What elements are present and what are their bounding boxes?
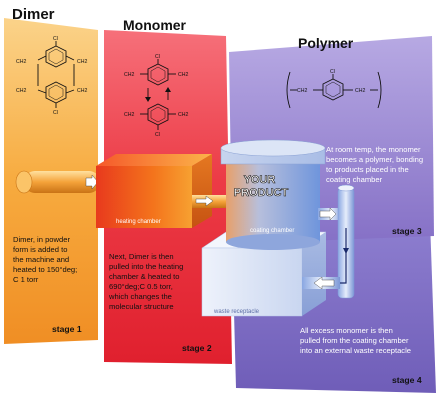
polymer-ch2-1: CH2 — [297, 88, 307, 94]
dimer-structure — [37, 41, 75, 108]
monomer-title: Monomer — [123, 17, 187, 33]
stage-4-description: All excess monomer is then pulled from t… — [300, 326, 411, 355]
stage-1-label: stage 1 — [52, 324, 82, 334]
stage-1-description: Dimer, in powder form is added to the ma… — [13, 235, 79, 284]
heating-chamber-label: heating chamber — [116, 219, 161, 225]
waste-flow-down-arrow-icon — [343, 248, 349, 254]
heating-chamber-top — [96, 154, 212, 166]
dimer-title: Dimer — [12, 6, 55, 23]
stage-3-label: stage 3 — [392, 226, 422, 236]
dimer-cl-bottom: Cl — [53, 110, 58, 116]
coating-chamber-label: coating chamber — [250, 228, 294, 234]
coating-chamber-base — [226, 234, 320, 250]
monomer-cl-top: Cl — [155, 54, 160, 60]
dimer-ch2-4: CH2 — [77, 88, 87, 94]
inlet-arrow-icon — [85, 174, 99, 190]
product-label: YOUR PRODUCT — [234, 174, 289, 199]
coating-chamber — [226, 162, 320, 242]
exhaust-pipe-cap — [337, 184, 355, 192]
dimer-cl-top: Cl — [53, 36, 58, 42]
stage-4-label: stage 4 — [392, 375, 422, 385]
monomer-ch2-3: CH2 — [124, 112, 134, 118]
dimer-ch2-2: CH2 — [77, 59, 87, 65]
monomer-arrow-up-icon — [165, 87, 171, 92]
polymer-ch2-2: CH2 — [355, 88, 365, 94]
monomer-ch2-4: CH2 — [178, 112, 188, 118]
polymer-cl: Cl — [330, 69, 335, 75]
waste-receptacle-label: waste receptacle — [213, 309, 260, 315]
heating-chamber-side — [192, 154, 212, 228]
monomer-structure — [140, 59, 176, 130]
monomer-ch2-2: CH2 — [178, 72, 188, 78]
waste-receptacle-side — [302, 232, 326, 316]
monomer-ch2-1: CH2 — [124, 72, 134, 78]
polymer-title: Polymer — [298, 35, 354, 51]
waste-receptacle — [201, 247, 303, 317]
dimer-ch2-3: CH2 — [16, 88, 26, 94]
polymer-structure — [286, 71, 382, 109]
dimer-ch2-1: CH2 — [16, 59, 26, 65]
stage-2-description: Next, Dimer is then pulled into the heat… — [108, 252, 185, 311]
monomer-cl-bottom: Cl — [155, 132, 160, 138]
dimer-inlet-pipe — [24, 171, 100, 193]
exhaust-arrow-icon — [319, 207, 337, 221]
transfer-arrow-icon — [195, 195, 214, 207]
heating-chamber — [96, 166, 192, 228]
monomer-arrow-down-icon — [145, 97, 151, 102]
waste-inlet-arrow-icon — [313, 276, 335, 290]
coating-chamber-lid-top — [220, 139, 326, 157]
stage-2-label: stage 2 — [182, 343, 212, 353]
dimer-inlet-pipe-end — [15, 170, 33, 194]
stage-3-description: At room temp, the monomer becomes a poly… — [326, 145, 425, 184]
